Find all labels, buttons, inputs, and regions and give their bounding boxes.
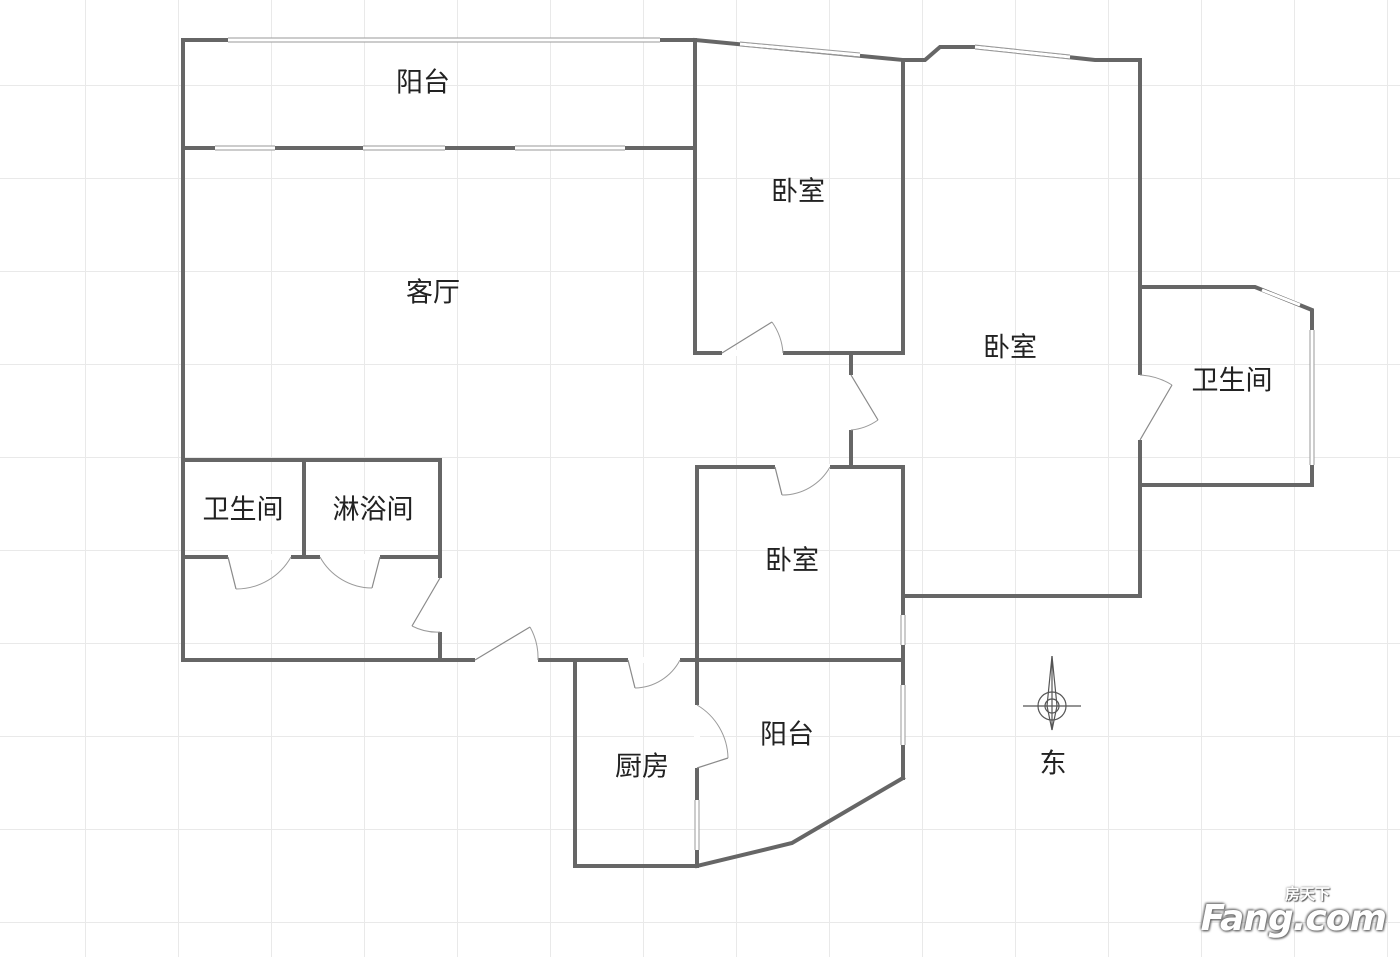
watermark-sub: 房天下 bbox=[1284, 885, 1330, 903]
room-balcony-north: 阳台 bbox=[396, 68, 450, 99]
compass-icon bbox=[1023, 655, 1081, 731]
room-bedroom-north: 卧室 bbox=[771, 177, 825, 208]
walls bbox=[181, 37, 1314, 869]
room-labels: 阳台 客厅 卧室 卧室 卫生间 卫生间 淋浴间 卧室 厨房 阳台 bbox=[203, 68, 1273, 783]
room-bedroom-south: 卧室 bbox=[765, 546, 819, 577]
watermark-main: Fang.com bbox=[1200, 898, 1387, 939]
room-balcony-south: 阳台 bbox=[760, 720, 814, 751]
windows bbox=[215, 37, 1315, 850]
watermark-logo: 房天下 Fang.com bbox=[1196, 883, 1387, 945]
room-kitchen: 厨房 bbox=[615, 752, 669, 783]
room-bedroom-master: 卧室 bbox=[983, 333, 1037, 364]
compass-label: 东 bbox=[1040, 749, 1067, 780]
room-bathroom-east: 卫生间 bbox=[1192, 366, 1273, 397]
doors bbox=[227, 321, 1173, 769]
room-bathroom-west: 卫生间 bbox=[203, 495, 284, 526]
room-shower: 淋浴间 bbox=[333, 495, 414, 526]
room-living-room: 客厅 bbox=[406, 278, 460, 309]
